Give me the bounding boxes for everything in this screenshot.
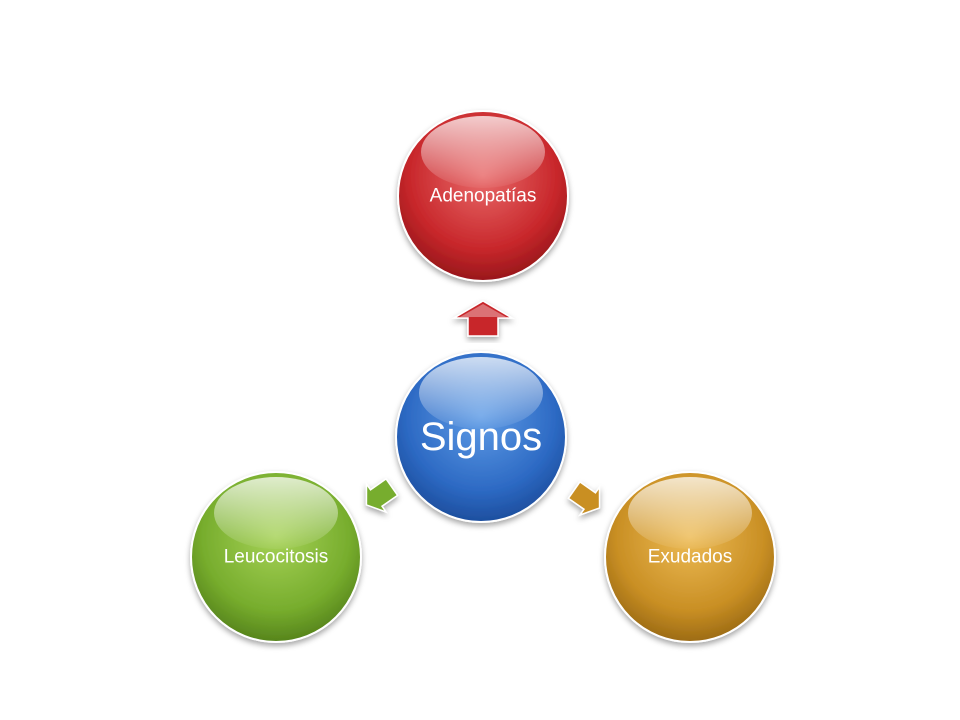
node-exudados: Exudados xyxy=(604,471,776,643)
node-exudados-label: Exudados xyxy=(648,547,733,568)
node-adenopatias: Adenopatías xyxy=(397,110,569,282)
node-leucocitosis: Leucocitosis xyxy=(190,471,362,643)
node-adenopatias-label: Adenopatías xyxy=(430,186,537,207)
node-leucocitosis-label: Leucocitosis xyxy=(224,547,329,568)
arrow-to-leucocitosis xyxy=(365,477,399,514)
node-center-signos: Signos xyxy=(395,351,567,523)
node-center-label: Signos xyxy=(420,415,542,459)
arrow-to-adenopatias xyxy=(451,300,515,337)
arrow-to-exudados xyxy=(567,480,601,517)
